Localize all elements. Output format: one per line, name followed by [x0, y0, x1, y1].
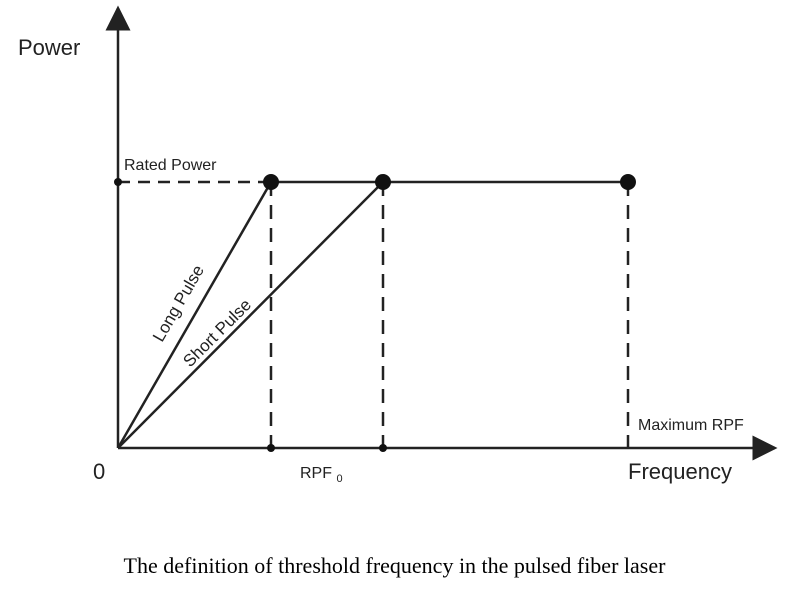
- long-pulse-label: Long Pulse: [149, 262, 208, 345]
- short-pulse-line: [117, 181, 384, 449]
- x-axis-label: Frequency: [628, 459, 732, 484]
- origin-label: 0: [93, 459, 105, 484]
- long-pulse-line: [116, 181, 273, 449]
- rpf0-short-axis-point: [379, 444, 387, 452]
- rated-power-axis-point: [114, 178, 122, 186]
- maximum-rpf-label: Maximum RPF: [638, 417, 744, 434]
- short-pulse-label: Short Pulse: [179, 295, 255, 371]
- rpf0-long-axis-point: [267, 444, 275, 452]
- figure-caption: The definition of threshold frequency in…: [123, 553, 666, 578]
- rated-power-label: Rated Power: [124, 157, 217, 174]
- rpf0-label: RPF 0: [300, 465, 343, 485]
- short-pulse-threshold-point: [375, 174, 391, 190]
- long-pulse-threshold-point: [263, 174, 279, 190]
- rpf0-main-text: RPF: [300, 465, 332, 482]
- rpf0-subscript: 0: [336, 473, 342, 485]
- y-axis-label: Power: [18, 35, 80, 60]
- maximum-rpf-point: [620, 174, 636, 190]
